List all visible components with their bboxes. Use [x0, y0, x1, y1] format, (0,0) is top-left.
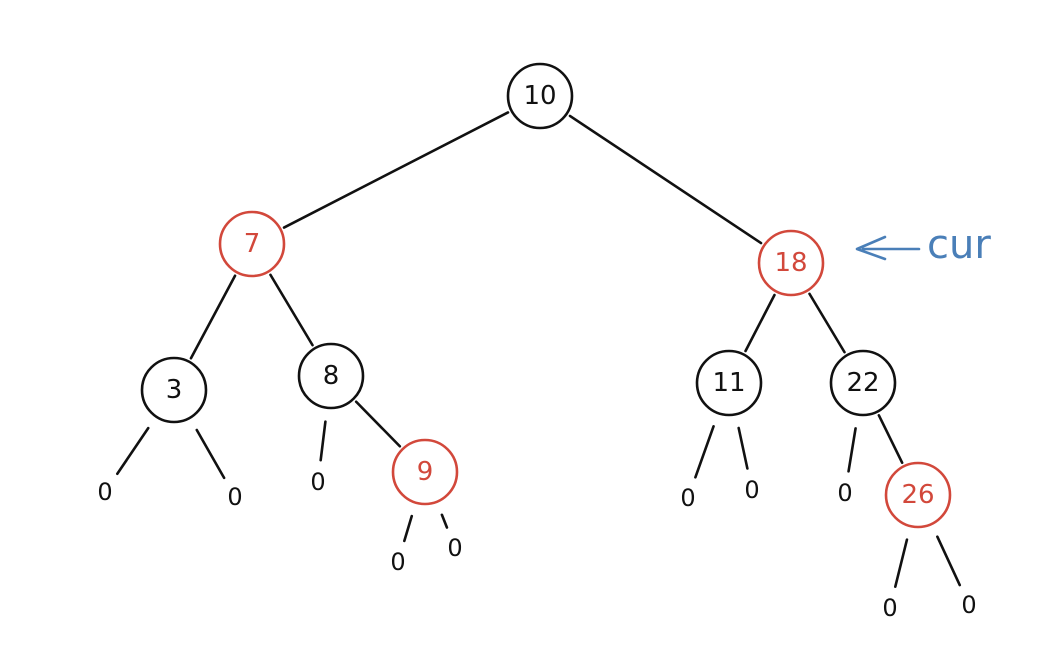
edge-n10-n18: [568, 114, 763, 245]
node-label: 3: [166, 375, 183, 405]
edge-n26-null: [893, 538, 909, 588]
edge-n11-null: [737, 426, 749, 470]
edge-n8-null: [319, 420, 327, 462]
edge-n22-null: [847, 427, 857, 473]
null-leaf: 0: [97, 478, 112, 506]
tree-node-8: 8: [297, 342, 365, 410]
tree-node-3: 3: [140, 356, 208, 424]
node-circle: [140, 356, 208, 424]
node-circle: [757, 229, 825, 297]
edge-n10-n7: [282, 111, 510, 229]
node-label: 26: [901, 480, 934, 510]
null-leaf: 0: [227, 483, 242, 511]
null-leaf: 0: [447, 534, 462, 562]
node-label: 7: [244, 229, 261, 259]
node-circle: [884, 461, 952, 529]
edge-n3-null: [116, 426, 150, 476]
edge-n18-n22: [808, 292, 846, 354]
node-label: 11: [712, 368, 745, 398]
edge-n9-null: [403, 514, 414, 543]
tree-node-18: 18: [757, 229, 825, 297]
edge-n11-null: [694, 425, 715, 479]
node-label: 9: [417, 457, 434, 487]
tree-node-7: 7: [218, 210, 286, 278]
tree-node-10: 10: [506, 62, 574, 130]
tree-node-22: 22: [829, 349, 897, 417]
pointer-label: cur: [927, 222, 991, 268]
node-circle: [218, 210, 286, 278]
node-label: 10: [523, 81, 556, 111]
edge-n22-n26: [877, 414, 904, 464]
node-label: 18: [774, 248, 807, 278]
null-leaf: 0: [961, 591, 976, 619]
null-leaf: 0: [744, 476, 759, 504]
null-leaf: 0: [837, 479, 852, 507]
node-label: 8: [323, 361, 340, 391]
null-leaf: 0: [680, 484, 695, 512]
edge-n8-n9: [354, 400, 402, 448]
tree-node-26: 26: [884, 461, 952, 529]
arrow-left-icon: [855, 235, 921, 261]
edge-n7-n8: [269, 273, 314, 347]
node-circle: [506, 62, 574, 130]
node-circle: [829, 349, 897, 417]
edge-n26-null: [936, 535, 962, 587]
edge-n3-null: [195, 428, 226, 480]
edge-n9-null: [440, 513, 449, 529]
tree-node-9: 9: [391, 438, 459, 506]
edge-n7-n3: [189, 274, 237, 360]
null-leaf: 0: [390, 548, 405, 576]
node-circle: [391, 438, 459, 506]
null-leaf: 0: [882, 594, 897, 622]
edge-n18-n11: [744, 293, 776, 353]
node-circle: [695, 349, 763, 417]
null-leaf: 0: [310, 468, 325, 496]
tree-node-11: 11: [695, 349, 763, 417]
node-label: 22: [846, 368, 879, 398]
node-circle: [297, 342, 365, 410]
